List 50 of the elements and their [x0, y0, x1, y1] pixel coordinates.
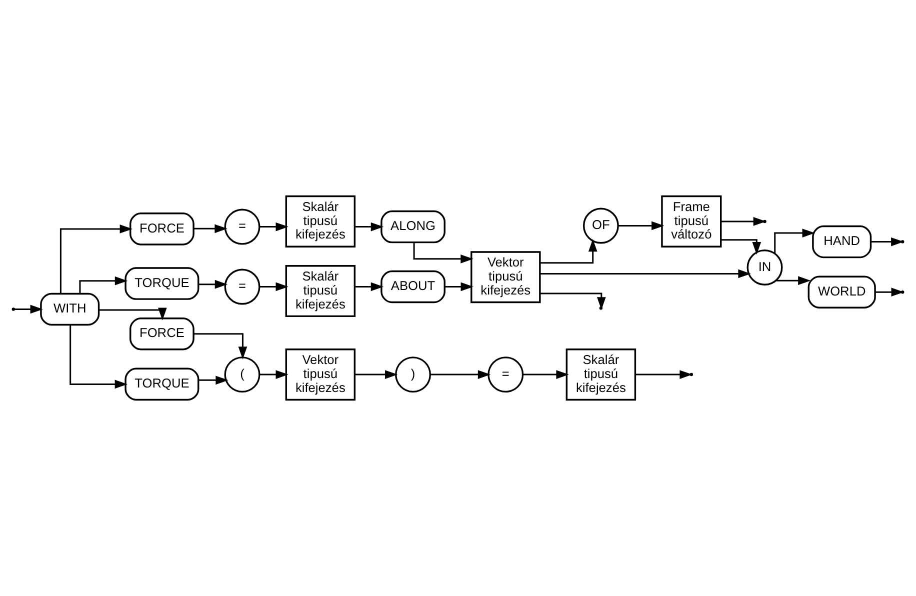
arrow	[99, 308, 167, 320]
node-box: ABOUT	[380, 270, 446, 304]
arrow	[198, 376, 228, 385]
node-box: WITH	[40, 292, 100, 326]
node-box: FORCE	[130, 317, 194, 350]
arrow	[354, 222, 384, 232]
arrow	[636, 370, 692, 379]
node-box: Vektor tipusú kifejezés	[470, 251, 541, 304]
arrow	[14, 304, 43, 314]
node-box: TORQUE	[124, 267, 200, 300]
node-circle: (	[224, 356, 260, 393]
node-box: TORQUE	[124, 368, 200, 401]
arrow	[720, 239, 762, 255]
arrow	[260, 370, 288, 379]
arrow	[79, 276, 128, 294]
arrow	[540, 238, 598, 264]
arrow	[444, 282, 474, 292]
node-box: FORCE	[130, 212, 194, 246]
arrow	[260, 282, 288, 292]
arrow	[721, 217, 766, 226]
node-box: Skalár tipusú kifejezés	[285, 265, 356, 318]
arrow	[618, 221, 664, 230]
arrow	[776, 276, 811, 286]
arrow	[354, 370, 398, 379]
arrow	[60, 224, 132, 294]
arrow	[70, 324, 128, 389]
node-circle: )	[395, 356, 432, 393]
arrow	[198, 280, 228, 289]
node-circle: =	[488, 356, 524, 393]
node-box: Skalár tipusú kifejezés	[566, 348, 636, 401]
arrow	[354, 282, 384, 292]
arrow	[774, 228, 815, 254]
arrow	[413, 242, 474, 264]
node-box: Vektor tipusú kifejezés	[285, 348, 356, 401]
arrow	[194, 333, 248, 360]
node-box: ALONG	[380, 210, 446, 244]
arrow	[260, 222, 288, 232]
arrow	[194, 224, 228, 234]
node-box: Frame tipusú változó	[661, 195, 722, 248]
node-circle: OF	[582, 208, 619, 244]
node-box: WORLD	[808, 276, 876, 308]
node-box: HAND	[812, 225, 872, 258]
node-circle: IN	[746, 250, 783, 286]
arrow	[540, 269, 751, 278]
node-box: Skalár tipusú kifejezés	[285, 195, 356, 248]
node-circle: =	[224, 208, 260, 245]
arrow	[523, 370, 569, 379]
node-circle: =	[224, 268, 260, 305]
arrow	[430, 370, 491, 379]
arrow	[870, 237, 904, 246]
